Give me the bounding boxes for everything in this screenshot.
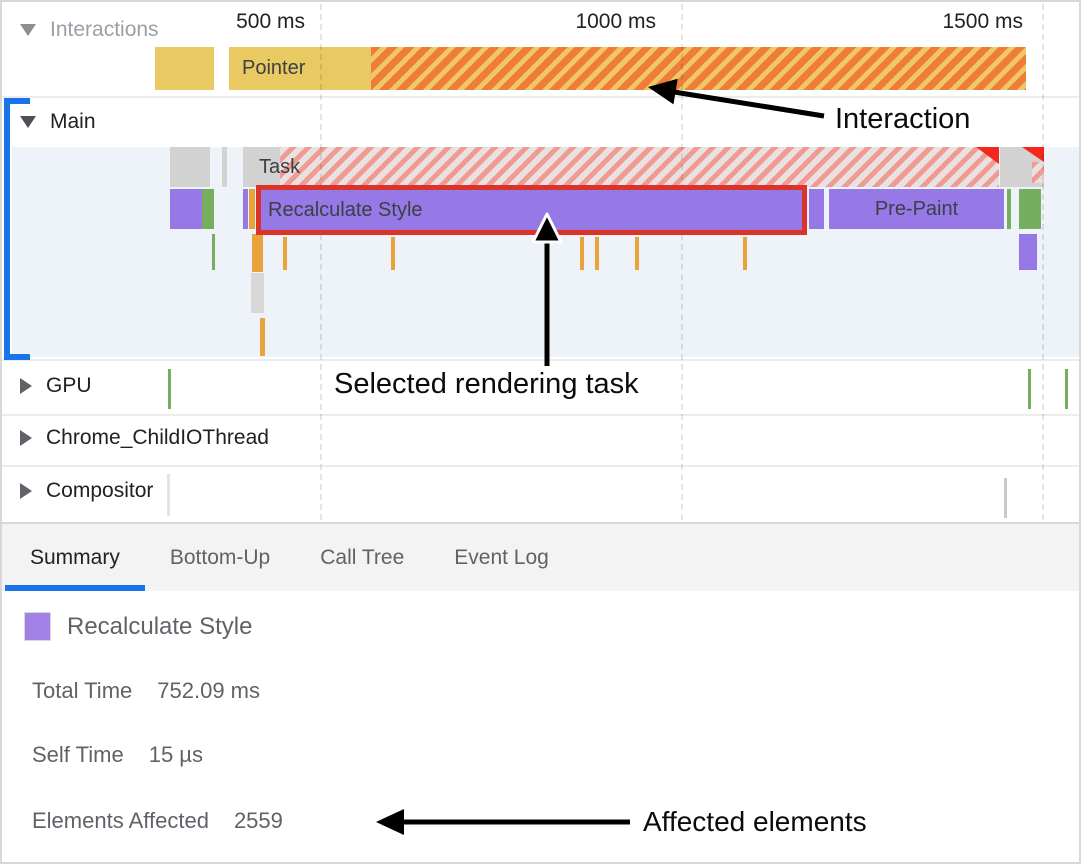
summary-value: 752.09 ms — [157, 678, 260, 703]
compositor-track-label: Compositor — [46, 479, 154, 502]
gpu-track-header[interactable]: GPU — [20, 374, 92, 398]
interactions-track-header[interactable]: Interactions — [20, 18, 159, 42]
annotation-interaction: Interaction — [835, 103, 971, 135]
gridline-500ms — [320, 4, 322, 520]
script-tick[interactable] — [743, 237, 747, 270]
long-task-warning-triangle — [1022, 147, 1044, 162]
gpu-activity-tick[interactable] — [1065, 369, 1068, 409]
tab-event-log[interactable]: Event Log — [454, 545, 549, 569]
script-sliver[interactable] — [249, 189, 255, 229]
script-tick[interactable] — [635, 237, 639, 270]
recalc-style-tail[interactable] — [809, 189, 824, 229]
task-bar-gray[interactable] — [170, 147, 210, 187]
main-selection-bracket-bottom — [4, 354, 30, 360]
compositor-tick[interactable] — [167, 474, 170, 516]
task-bar-gray-end[interactable] — [1000, 147, 1044, 187]
event-color-swatch — [24, 612, 51, 641]
gridline-1500ms — [1042, 4, 1044, 520]
expand-triangle-icon[interactable] — [20, 430, 32, 446]
recalc-child-block[interactable] — [1019, 234, 1037, 270]
tab-call-tree[interactable]: Call Tree — [320, 545, 405, 569]
task-hatch-remnant — [1032, 162, 1044, 183]
main-track-label: Main — [50, 110, 96, 133]
selected-recalculate-style-event[interactable]: Recalculate Style — [256, 185, 807, 235]
long-task-warning-triangle — [976, 147, 999, 164]
paint-tick[interactable] — [212, 234, 215, 270]
paint-bar-early[interactable] — [202, 189, 214, 229]
paint-sliver[interactable] — [1007, 189, 1011, 229]
selected-event-label: Recalculate Style — [268, 198, 423, 221]
interactions-track-label: Interactions — [50, 18, 159, 41]
divider — [2, 96, 1079, 98]
expand-triangle-icon[interactable] — [20, 483, 32, 499]
task-bar-solid-start — [243, 147, 280, 187]
script-tick[interactable] — [580, 237, 584, 270]
script-tick-deep[interactable] — [260, 318, 265, 356]
divider — [2, 465, 1079, 467]
gpu-activity-tick[interactable] — [168, 369, 171, 409]
script-tick[interactable] — [391, 237, 395, 270]
paint-bar-end[interactable] — [1019, 189, 1041, 229]
pointer-bar-label: Pointer — [242, 57, 306, 79]
pre-paint-label: Pre-Paint — [874, 197, 959, 220]
gray-child-block[interactable] — [251, 273, 264, 313]
compositor-track-header[interactable]: Compositor — [20, 479, 153, 503]
details-tab-bar: Summary Bottom-Up Call Tree Event Log — [2, 522, 1079, 591]
pre-paint-bar[interactable]: Pre-Paint — [829, 189, 1004, 229]
annotation-selected-task: Selected rendering task — [334, 368, 639, 400]
summary-label: Self Time — [32, 742, 124, 767]
divider — [2, 414, 1079, 416]
long-task-bar[interactable]: Task — [243, 147, 999, 187]
collapse-triangle-icon[interactable] — [20, 24, 36, 36]
task-bar-sliver[interactable] — [222, 147, 227, 187]
recalc-style-bar-early[interactable] — [170, 189, 202, 229]
task-bar-label: Task — [259, 155, 301, 178]
main-track-header[interactable]: Main — [20, 110, 96, 134]
ruler-tick-1000ms: 1000 ms — [575, 10, 656, 33]
summary-row-elements-affected: Elements Affected 2559 — [32, 808, 283, 834]
collapse-triangle-icon[interactable] — [20, 116, 36, 128]
script-tick[interactable] — [595, 237, 599, 270]
script-tick[interactable] — [283, 237, 287, 270]
script-block[interactable] — [252, 234, 263, 272]
childio-track-label: Chrome_ChildIOThread — [46, 426, 269, 449]
summary-label: Total Time — [32, 678, 133, 703]
summary-row-total-time: Total Time 752.09 ms — [32, 678, 260, 704]
purple-sliver[interactable] — [243, 189, 248, 229]
summary-row-self-time: Self Time 15 µs — [32, 742, 203, 768]
summary-event-legend: Recalculate Style — [24, 612, 252, 641]
gridline-1000ms — [681, 4, 683, 520]
affected-elements-arrow — [376, 809, 630, 835]
ruler-tick-500ms: 500 ms — [236, 10, 305, 33]
tab-summary[interactable]: Summary — [5, 524, 145, 591]
main-selection-bracket-top — [4, 98, 30, 104]
divider — [2, 359, 1079, 361]
ruler-tick-1500ms: 1500 ms — [942, 10, 1023, 33]
childio-track-header[interactable]: Chrome_ChildIOThread — [20, 426, 269, 450]
gpu-activity-tick[interactable] — [1028, 369, 1031, 409]
summary-value: 2559 — [233, 808, 283, 833]
expand-triangle-icon[interactable] — [20, 378, 32, 394]
pointer-interaction-bar[interactable]: Pointer — [229, 47, 1026, 90]
summary-label: Elements Affected — [32, 808, 209, 833]
tab-bottom-up[interactable]: Bottom-Up — [169, 545, 271, 569]
main-selection-bracket — [4, 98, 10, 360]
summary-value: 15 µs — [148, 742, 203, 767]
compositor-tick[interactable] — [1004, 478, 1007, 518]
summary-event-title: Recalculate Style — [67, 612, 253, 640]
gpu-track-label: GPU — [46, 374, 92, 397]
annotation-affected-elements: Affected elements — [643, 806, 867, 837]
pointer-overlong-hatch — [371, 47, 1026, 90]
interaction-bar-small[interactable] — [155, 47, 214, 90]
